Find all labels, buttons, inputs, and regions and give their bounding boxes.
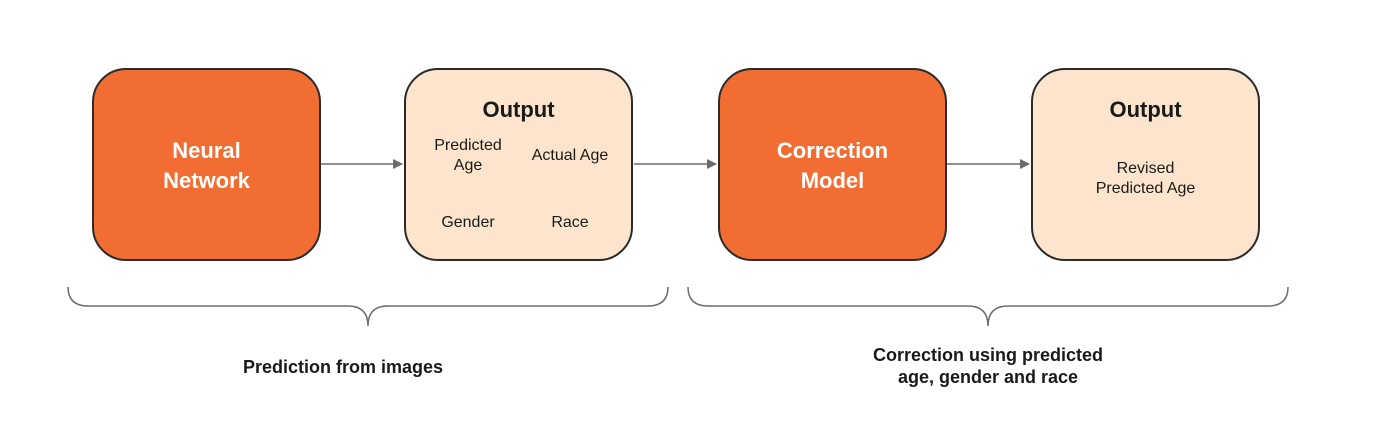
revised-predicted-age-text: Revised Predicted Age — [1095, 160, 1196, 197]
caption-right: Correction using predicted age, gender a… — [872, 345, 1104, 387]
correction-model-label: Correction Model — [776, 138, 889, 193]
predicted-age-text: Predicted Age — [434, 137, 502, 174]
output-title-2: Output — [1109, 97, 1182, 122]
output-box-2: Output Revised Predicted Age — [1031, 68, 1260, 261]
actual-age-text: Actual Age — [531, 147, 609, 164]
caption-left: Prediction from images — [242, 357, 444, 377]
output-box-1: Output Predicted Age Actual Age Gender R… — [404, 68, 633, 261]
output-title-1: Output — [482, 97, 555, 122]
gender-text: Gender — [441, 214, 495, 231]
neural-network-label: Neural Network — [163, 138, 250, 193]
race-text: Race — [551, 214, 589, 231]
brace-left — [67, 286, 669, 327]
neural-network-box: Neural Network — [92, 68, 321, 261]
brace-right — [687, 286, 1289, 327]
correction-model-box: Correction Model — [718, 68, 947, 261]
